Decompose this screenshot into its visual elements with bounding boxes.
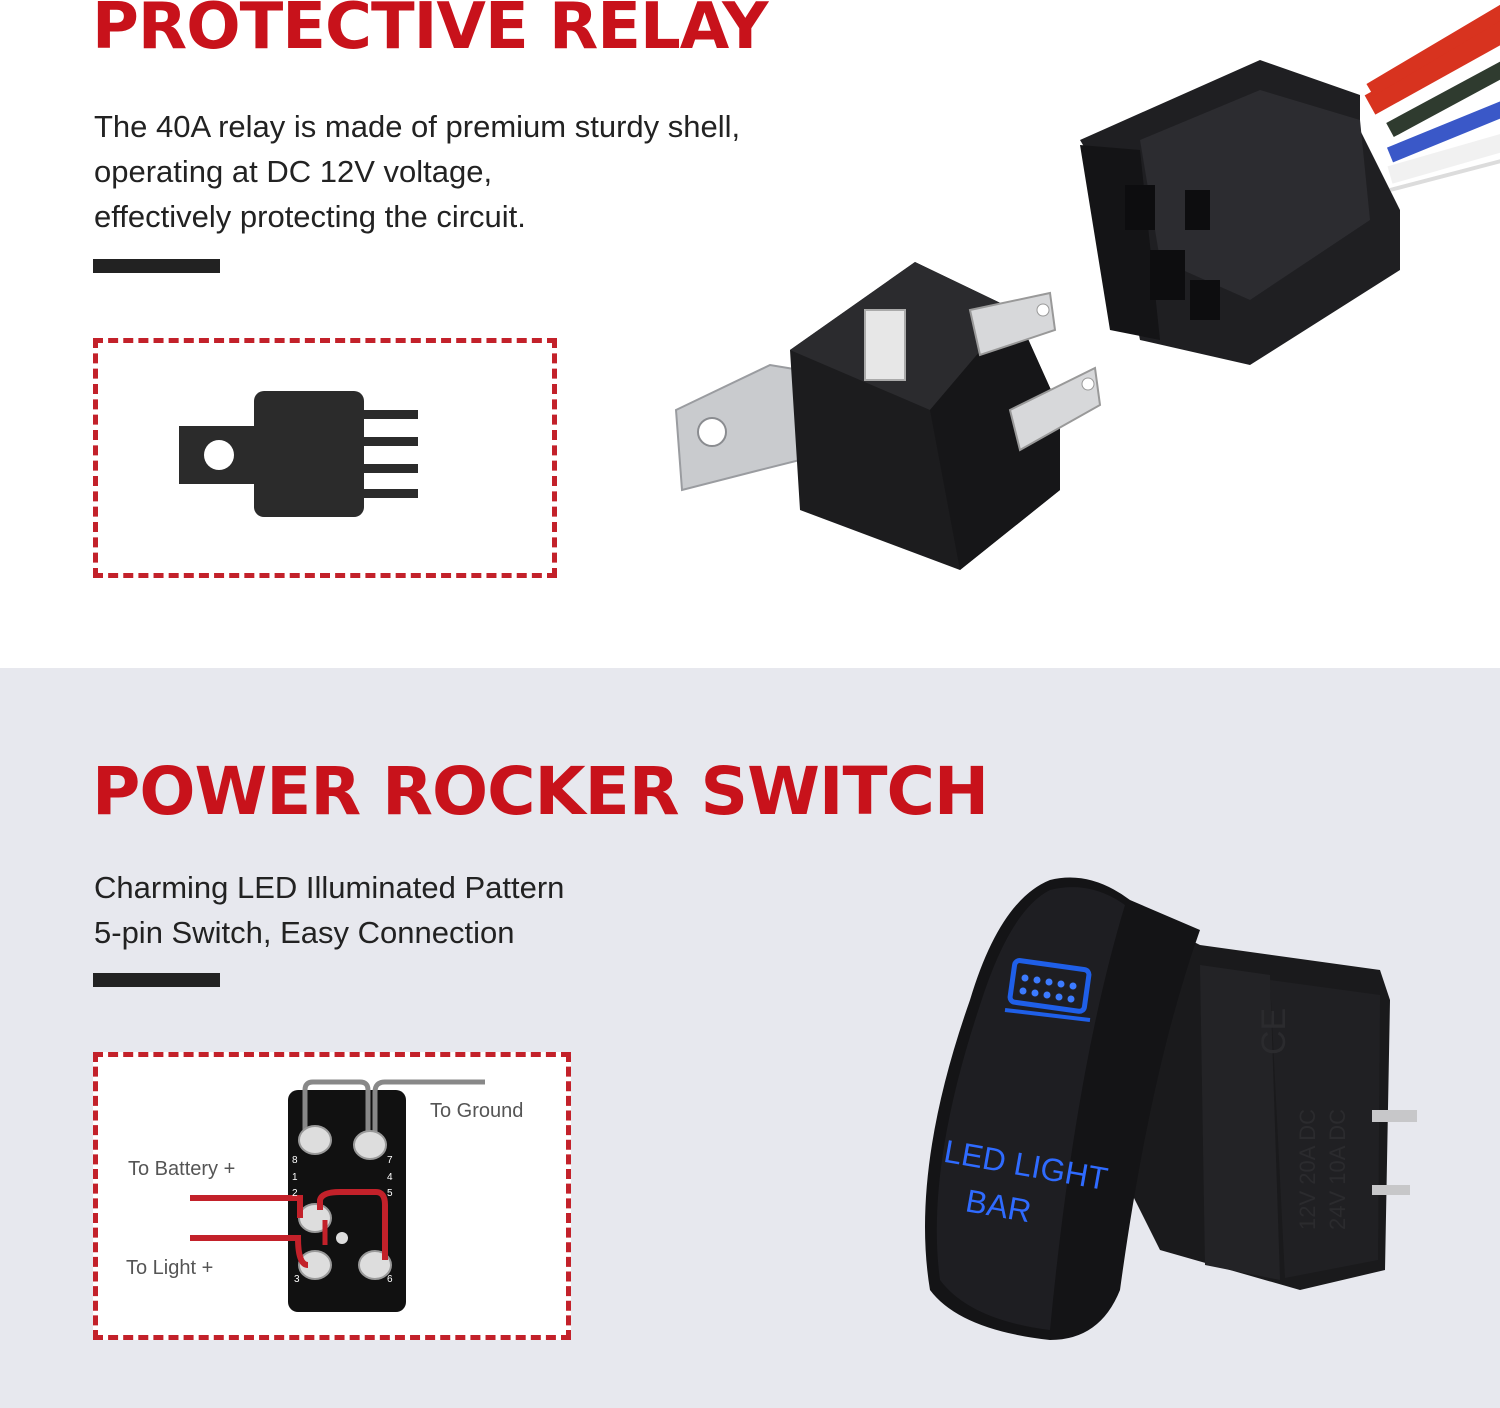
divider-bar	[93, 259, 220, 273]
pin-number: 1	[292, 1172, 298, 1183]
pin-number: 2	[292, 1188, 298, 1199]
relay-description-line: operating at DC 12V voltage,	[94, 154, 493, 189]
relay-description-line: The 40A relay is made of premium sturdy …	[94, 109, 741, 144]
relay-description: The 40A relay is made of premium sturdy …	[94, 104, 740, 239]
relay-heading: PROTECTIVE RELAY	[92, 0, 768, 64]
pin-number: 7	[387, 1155, 393, 1166]
pin-number: 4	[387, 1172, 393, 1183]
label-to-ground: To Ground	[430, 1100, 524, 1122]
pin-number: 3	[294, 1274, 300, 1285]
relay-description-line: effectively protecting the circuit.	[94, 199, 526, 234]
wire-bundle	[1364, 4, 1500, 192]
switch-description-line: Charming LED Illuminated Pattern	[94, 870, 565, 905]
pin-number: 5	[387, 1188, 393, 1199]
pin-number: 8	[292, 1155, 298, 1166]
label-to-battery: To Battery +	[128, 1158, 236, 1180]
relay-icon-box	[93, 338, 557, 578]
relay-product-image	[674, 4, 1500, 570]
ce-mark: CE	[1255, 1008, 1293, 1055]
rocker-switch-heading: POWER ROCKER SWITCH	[92, 753, 989, 830]
switch-description: Charming LED Illuminated Pattern 5-pin S…	[94, 865, 564, 955]
rocker-switch-image: LED LIGHT BAR 12V 20A DC 24V 10A DC CE	[925, 877, 1417, 1340]
switch-rating-text: 24V 10A DC	[1325, 1109, 1350, 1230]
label-to-light: To Light +	[126, 1257, 214, 1279]
relay-mount-bracket	[674, 363, 801, 492]
relay-socket	[1080, 60, 1400, 365]
switch-description-line: 5-pin Switch, Easy Connection	[94, 915, 515, 950]
switch-rating-text: 12V 20A DC	[1295, 1109, 1320, 1230]
led-light-bar-icon	[1004, 958, 1092, 1022]
wiring-diagram: 8 7 1 4 2 5 3 6	[190, 1079, 485, 1312]
relay-body	[790, 262, 1102, 570]
relay-icon	[179, 391, 418, 517]
divider-bar	[93, 973, 220, 987]
pin-number: 6	[387, 1274, 393, 1285]
